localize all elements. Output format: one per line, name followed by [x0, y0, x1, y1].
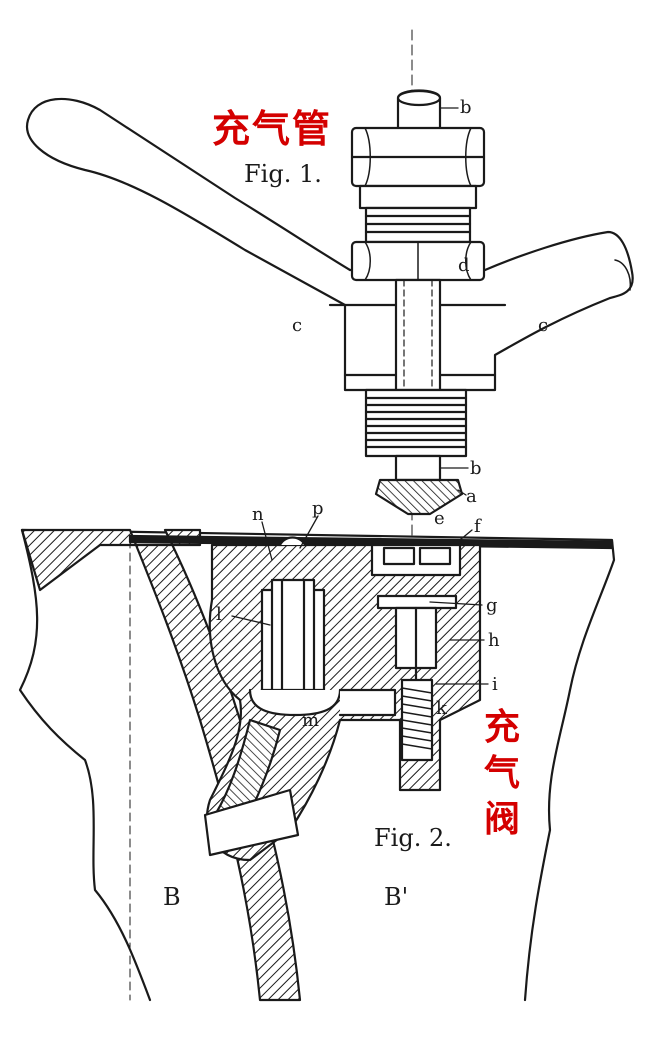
middle-threads: [364, 206, 472, 244]
label-h: h: [488, 630, 500, 651]
label-l: l: [216, 604, 222, 625]
leader-a: [457, 489, 467, 496]
fill-tube-b: [396, 89, 442, 130]
left-valve-bore-l: [248, 536, 342, 717]
label-c-right: c: [538, 315, 548, 336]
fill-tube-label: 充气管: [212, 107, 333, 151]
leader-p: [299, 515, 319, 549]
threaded-spigot: [364, 388, 468, 482]
upper-hex-nut: [350, 126, 486, 210]
fill-valve-char-2: 气: [483, 753, 520, 794]
fill-valve-label: 充 气 阀: [482, 705, 522, 843]
label-B-prime: B': [384, 883, 408, 911]
fill-valve-char-3: 阀: [483, 799, 520, 840]
label-e: e: [434, 508, 445, 529]
leader-g: [429, 601, 483, 606]
fill-valve-char-1: 充: [483, 707, 520, 748]
connecting-passage: [338, 688, 397, 717]
label-a: a: [466, 486, 477, 507]
stem-nut: [203, 788, 300, 857]
label-f: f: [474, 516, 482, 537]
right-valve-bore: [370, 543, 462, 762]
fig1-caption: Fig. 1.: [244, 160, 322, 188]
flange-plate: [128, 534, 614, 550]
cone-nozzle-a: [374, 478, 464, 516]
fig2-caption: Fig. 2.: [374, 824, 452, 852]
valve-stem: [394, 278, 442, 471]
label-B: B: [163, 883, 181, 911]
label-k: k: [436, 698, 448, 719]
label-b-top: b: [460, 97, 472, 118]
label-d: d: [458, 255, 470, 276]
label-i: i: [492, 674, 498, 695]
leader-l: [231, 615, 271, 626]
label-p: p: [312, 498, 324, 519]
leader-n: [261, 521, 273, 561]
label-g: g: [486, 595, 498, 616]
leader-f: [459, 529, 473, 541]
wheel-rim-outline: [18, 528, 616, 1002]
label-b-low: b: [470, 458, 482, 479]
label-m: m: [302, 710, 319, 731]
lower-hex-nut-d: [350, 240, 486, 282]
label-n: n: [252, 504, 264, 525]
label-c-left: c: [292, 315, 302, 336]
